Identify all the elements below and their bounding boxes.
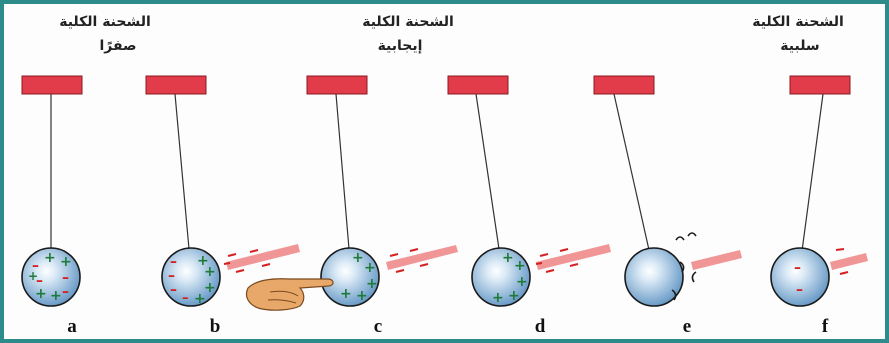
- label-f-line1: الشحنة الكلية: [752, 14, 844, 30]
- svg-text:+: +: [366, 276, 378, 292]
- threads: [51, 94, 823, 251]
- svg-text:–: –: [182, 291, 189, 306]
- mount-a: [22, 76, 82, 94]
- svg-text:–: –: [62, 284, 69, 300]
- svg-text:+: +: [194, 291, 206, 307]
- svg-text:–: –: [794, 260, 801, 276]
- svg-text:+: +: [340, 286, 352, 302]
- sphere-e: [625, 248, 683, 306]
- svg-text:+: +: [502, 250, 514, 266]
- caption-d: d: [535, 316, 546, 337]
- mount-b: [146, 76, 206, 94]
- thread-e: [614, 94, 649, 250]
- svg-text:+: +: [508, 288, 520, 304]
- caption-f: f: [822, 316, 829, 337]
- svg-text:+: +: [204, 264, 216, 280]
- thread-f: [802, 94, 823, 251]
- caption-a: a: [67, 316, 77, 337]
- label-c-line1: الشحنة الكلية: [362, 14, 454, 30]
- rod-e: [691, 250, 742, 270]
- svg-text:+: +: [356, 288, 368, 304]
- svg-text:+: +: [204, 280, 216, 296]
- label-a-line2: صفرًا: [99, 38, 136, 54]
- mount-f: [790, 76, 850, 94]
- mounts: [22, 76, 850, 94]
- svg-text:+: +: [492, 290, 504, 306]
- thread-d: [476, 94, 499, 249]
- svg-text:+: +: [50, 288, 62, 304]
- thread-c: [336, 94, 349, 249]
- label-a-line1: الشحنة الكلية: [59, 14, 151, 30]
- mount-e: [594, 76, 654, 94]
- mount-c: [307, 76, 367, 94]
- hand-illustration: [246, 279, 333, 310]
- thread-b: [175, 94, 189, 249]
- caption-e: e: [683, 316, 691, 337]
- svg-text:+: +: [60, 254, 72, 270]
- label-c-line2: إيجابية: [378, 38, 423, 54]
- svg-text:+: +: [35, 286, 47, 302]
- svg-text:–: –: [170, 282, 177, 298]
- svg-text:+: +: [44, 250, 56, 266]
- svg-text:–: –: [796, 282, 803, 298]
- svg-text:+: +: [514, 258, 526, 274]
- svg-text:+: +: [28, 269, 38, 283]
- rod-charges: [224, 249, 848, 274]
- label-f-line2: سلبية: [780, 38, 819, 54]
- caption-b: b: [210, 316, 221, 337]
- svg-text:+: +: [352, 250, 364, 266]
- svg-text:+: +: [364, 260, 376, 276]
- caption-c: c: [374, 316, 382, 337]
- mount-d: [448, 76, 508, 94]
- rod-f: [830, 253, 868, 270]
